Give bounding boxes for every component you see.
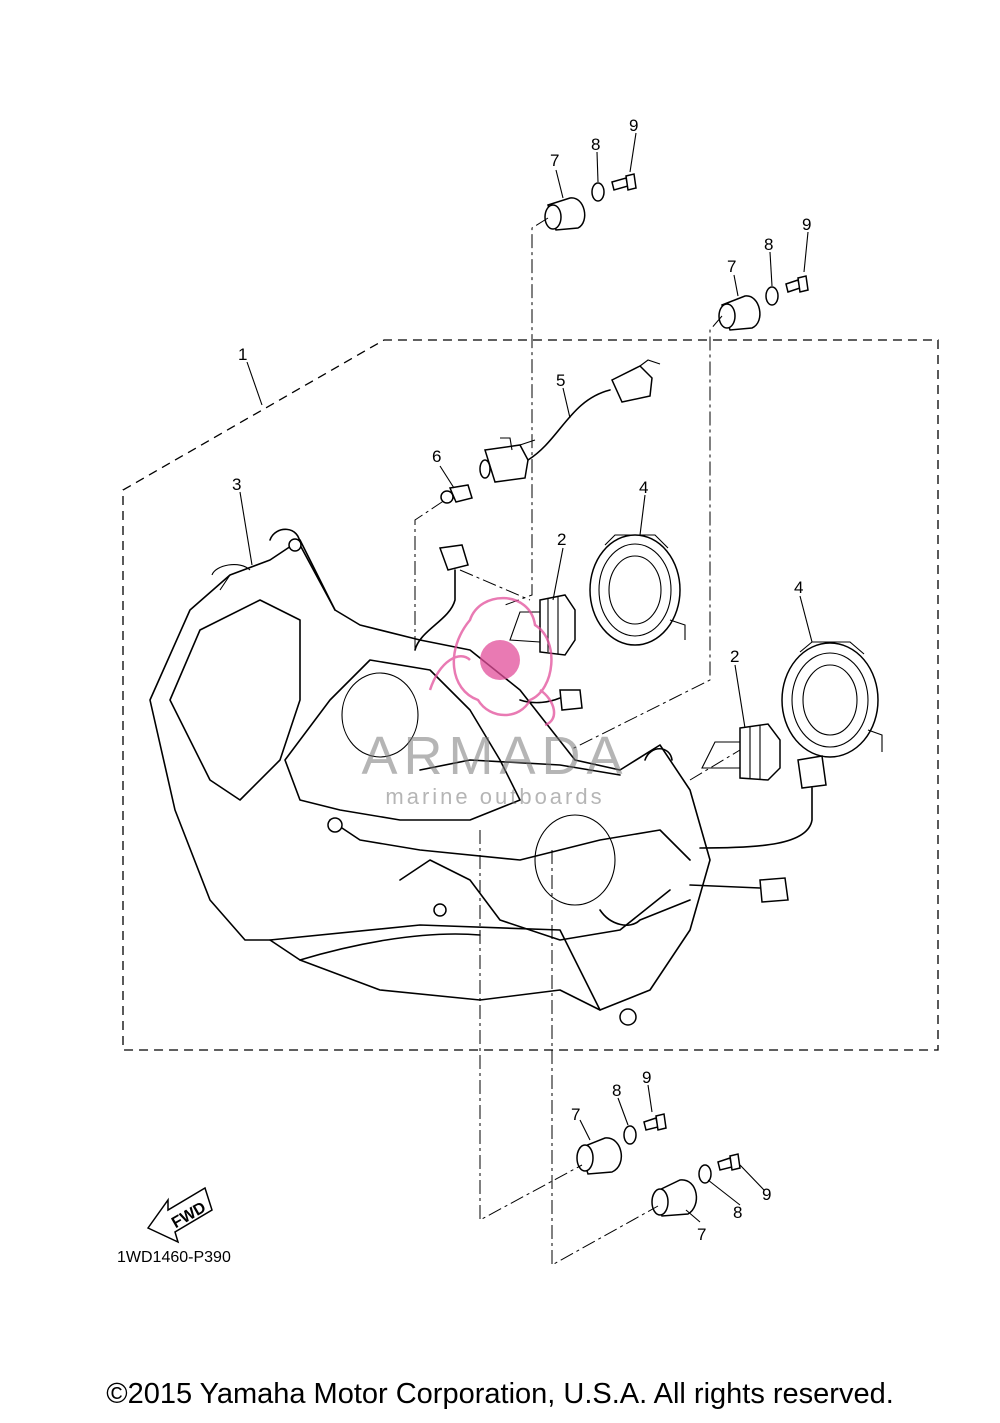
socket-cord: [479, 359, 661, 483]
callout-6: 6: [432, 447, 441, 466]
small-bulb: [440, 484, 473, 504]
bulb-cover-ring-upper: [589, 534, 686, 646]
fastener-set-lower-left: [576, 1113, 667, 1175]
fwd-arrow-icon: FWD: [146, 1186, 213, 1244]
callout-8-lower-right: 8: [733, 1203, 742, 1222]
connector-lower: [689, 755, 827, 903]
callout-7-right: 7: [727, 257, 736, 276]
bulb-cover-ring-lower: [781, 641, 883, 758]
watermark-logo-icon: [428, 596, 556, 727]
callout-9-top: 9: [629, 116, 638, 135]
callout-8-top: 8: [591, 135, 600, 154]
alignment-lines: [414, 217, 741, 1266]
fastener-set-right: [718, 275, 809, 331]
callout-8-right: 8: [764, 235, 773, 254]
fastener-set-lower-right: [651, 1153, 741, 1217]
callout-9-right: 9: [802, 215, 811, 234]
callout-8-lower-left: 8: [612, 1081, 621, 1100]
callout-9-lower-right: 9: [762, 1185, 771, 1204]
connector-upper: [414, 544, 583, 711]
callout-5: 5: [556, 371, 565, 390]
headlight-housing: [149, 528, 711, 1026]
fastener-set-top: [544, 173, 637, 231]
callout-4-lower: 4: [794, 578, 803, 597]
callout-4-upper: 4: [639, 478, 648, 497]
callout-7-lower-left: 7: [571, 1105, 580, 1124]
callout-7-top: 7: [550, 151, 559, 170]
callout-2-upper: 2: [557, 530, 566, 549]
bulb-upper: [509, 594, 576, 656]
callout-9-lower-left: 9: [642, 1068, 651, 1087]
diagram-code: 1WD1460-P390: [117, 1249, 231, 1266]
copyright-notice: ©2015 Yamaha Motor Corporation, U.S.A. A…: [106, 1378, 894, 1410]
callout-1: 1: [238, 345, 247, 364]
bulb-lower: [701, 723, 781, 781]
callout-2-lower: 2: [730, 647, 739, 666]
callout-leaders: [239, 132, 813, 1223]
callout-3: 3: [232, 475, 241, 494]
callout-7-lower-right: 7: [697, 1225, 706, 1244]
